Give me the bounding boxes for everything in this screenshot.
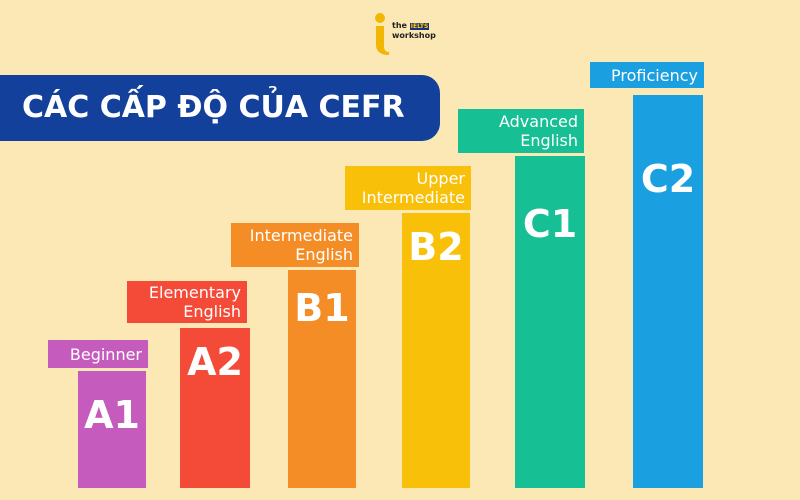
- logo-i-icon: [375, 13, 389, 55]
- level-bar-a1: A1: [78, 371, 146, 488]
- level-label-b1: Intermediate English: [231, 223, 359, 267]
- title-banner: [0, 75, 440, 141]
- level-label-b2-line-1: Upper: [416, 169, 465, 188]
- logo-line-1: the: [392, 21, 407, 30]
- level-bar-b2: B2: [402, 213, 470, 488]
- level-bar-b1: B1: [288, 270, 356, 488]
- ielts-workshop-logo: the IELTS workshop: [370, 12, 450, 56]
- level-label-b1-line-2: English: [295, 245, 353, 264]
- level-label-c1: Advanced English: [458, 109, 584, 153]
- logo-text: the IELTS workshop: [392, 21, 436, 40]
- logo-line-3: workshop: [392, 31, 436, 40]
- level-label-a1: Beginner: [48, 340, 148, 368]
- level-label-a2: Elementary English: [127, 281, 247, 323]
- level-bar-c1: C1: [515, 156, 585, 488]
- level-bar-c2: C2: [633, 95, 703, 488]
- level-label-b2: Upper Intermediate: [345, 166, 471, 210]
- level-label-c1-line-2: English: [520, 131, 578, 150]
- logo-line-2: IELTS: [409, 23, 430, 30]
- level-bar-a2: A2: [180, 328, 250, 488]
- level-label-b1-line-1: Intermediate: [249, 226, 353, 245]
- level-label-a2-line-1: Elementary: [148, 283, 241, 302]
- level-label-c1-line-1: Advanced: [498, 112, 578, 131]
- page-title: CÁC CẤP ĐỘ CỦA CEFR: [22, 90, 405, 125]
- level-label-c2: Proficiency: [590, 62, 704, 88]
- level-label-a2-line-2: English: [183, 302, 241, 321]
- level-label-b2-line-2: Intermediate: [361, 188, 465, 207]
